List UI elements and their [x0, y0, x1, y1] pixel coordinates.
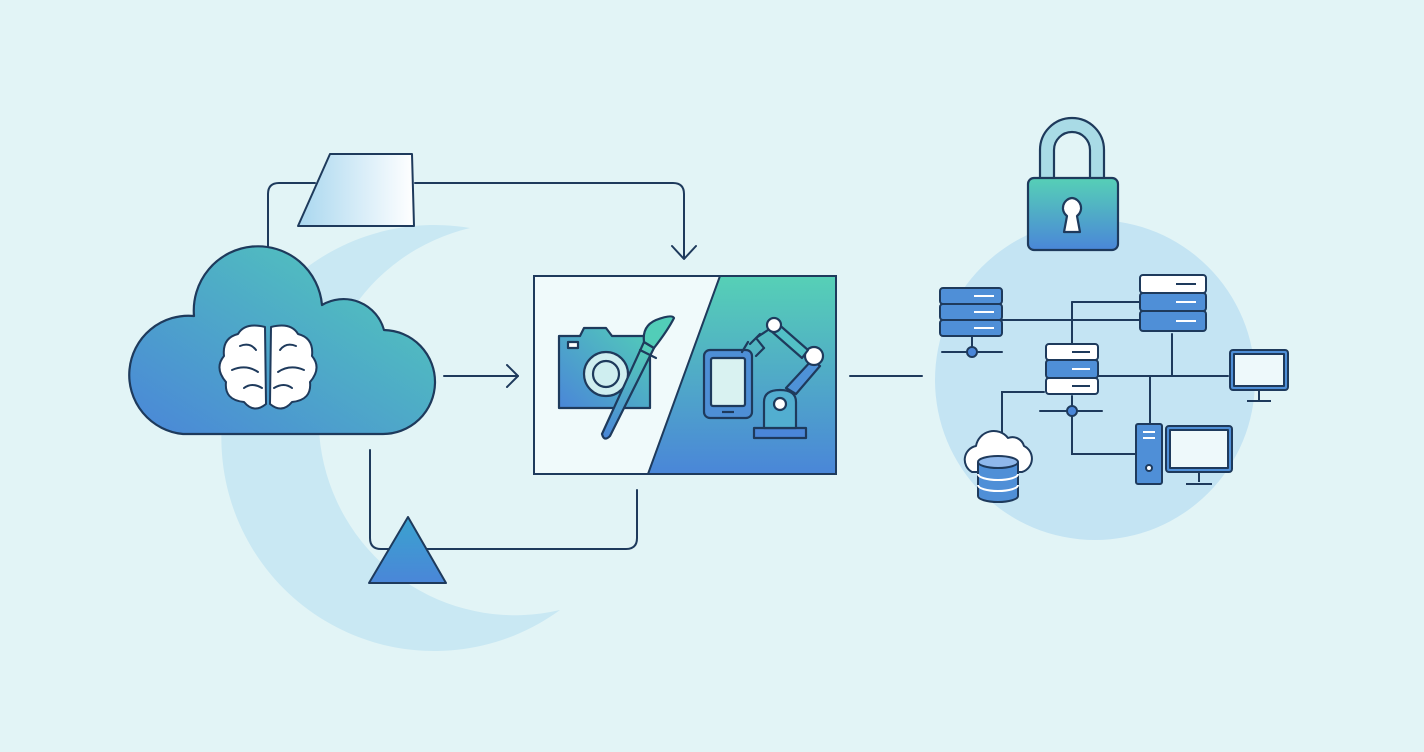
parallelogram-shape-icon [297, 153, 415, 227]
tablet-icon [702, 348, 754, 420]
server-stack-icon [1045, 343, 1099, 395]
brain-icon [218, 324, 318, 410]
network-node [1066, 405, 1078, 417]
cloud-database-icon [963, 430, 1033, 503]
brain-cloud-icon [128, 245, 437, 436]
paintbrush-icon [600, 315, 676, 440]
network-node [966, 346, 978, 358]
server-stack-icon [939, 287, 1003, 337]
server-stack-icon [1139, 274, 1207, 332]
desktop-monitor-icon [1165, 425, 1233, 485]
flow-connectors [267, 182, 923, 550]
media-robotics-panel [533, 275, 837, 475]
robotic-arm-icon [740, 316, 825, 440]
desktop-monitor-icon [1229, 349, 1289, 402]
tower-computer-icon [1135, 423, 1163, 485]
padlock-icon [1026, 116, 1120, 252]
triangle-shape-icon [368, 516, 447, 584]
